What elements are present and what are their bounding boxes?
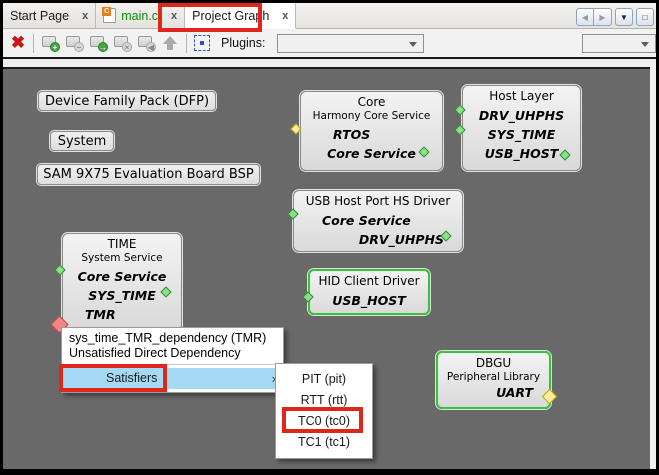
close-icon[interactable]: x [282,9,289,22]
graph-toolbar: ✖ + − → × ◀ Plugins: [3,29,656,57]
box-icon [138,36,152,47]
move-out-of-box-button[interactable]: ◀ [136,33,156,53]
remove-box-button[interactable]: − [64,33,84,53]
node-time[interactable]: TIME System Service Core Service SYS_TIM… [62,233,182,331]
tab-project-graph[interactable]: Project Graph x [185,3,297,29]
delete-icon[interactable]: ✖ [10,33,26,52]
c-file-icon: C [102,7,117,23]
dependency-name-text: sys_time_TMR_dependency (TMR) [69,331,267,345]
tab-start-page-label: Start Page [10,8,70,23]
node-hid-client-driver[interactable]: HID Client Driver USB_HOST [308,269,430,315]
toolbar-separator [33,33,34,53]
close-icon[interactable]: x [171,9,178,22]
box-icon [90,36,104,47]
chevron-down-icon [409,41,418,47]
graph-view-dropdown[interactable] [582,33,656,53]
tab-list-dropdown-button[interactable]: ▼ [615,8,633,26]
menu-item-rtt[interactable]: RTT (rtt) [300,393,348,407]
node-sam9x75-bsp[interactable]: SAM 9X75 Evaluation Board BSP [37,164,260,185]
node-host-layer[interactable]: Host Layer DRV_UHPHS SYS_TIME USB_HOST [462,85,581,171]
editor-tab-bar: Start Page x C main.c x Project Graph x … [3,3,656,29]
tab-scroll-controls: ◀ ▶ ▼ □ [576,8,654,26]
menu-item-tc0[interactable]: TC0 (tc0) [297,414,351,428]
dependency-context-menu: sys_time_TMR_dependency (TMR) Unsatisfie… [61,327,284,393]
add-box-button[interactable]: + [40,33,60,53]
dependency-status-text: Unsatisfied Direct Dependency [69,346,241,360]
box-icon [42,36,56,47]
box-icon [66,36,80,47]
node-core[interactable]: Core Harmony Core Service RTOS Core Serv… [300,91,443,171]
close-box-button[interactable]: × [112,33,132,53]
menu-item-pit[interactable]: PIT (pit) [301,372,347,386]
chevron-down-icon [641,41,649,47]
satisfiers-submenu: PIT (pit) RTT (rtt) TC0 (tc0) TC1 (tc1) [275,363,373,459]
toolbar-separator [186,33,187,53]
tab-start-page[interactable]: Start Page x [3,3,97,28]
tab-project-graph-label: Project Graph [192,8,270,23]
tab-main-c[interactable]: C main.c x [96,3,186,28]
maximize-window-button[interactable]: □ [636,8,654,26]
close-icon[interactable]: x [82,9,89,22]
menu-item-tc1[interactable]: TC1 (tc1) [297,435,351,449]
move-up-button[interactable] [160,33,180,53]
node-usb-host-port-hs-driver[interactable]: USB Host Port HS Driver Core Service DRV… [293,190,463,252]
menu-item-satisfiers[interactable]: Satisfiers › [62,368,283,389]
submenu-arrow-icon: › [271,371,276,386]
node-device-family-pack[interactable]: Device Family Pack (DFP) [38,91,216,111]
move-into-box-button[interactable]: → [88,33,108,53]
box-icon [114,36,128,47]
menu-separator [102,364,280,365]
tab-main-c-label: main.c [121,8,159,23]
center-view-icon[interactable] [194,35,210,51]
plugins-label: Plugins: [221,36,266,50]
plugins-dropdown[interactable] [277,33,425,53]
scroll-tabs-right-button[interactable]: ▶ [594,8,612,26]
scroll-tabs-left-button[interactable]: ◀ [576,8,594,26]
node-dbgu[interactable]: DBGU Peripheral Library UART [436,351,551,409]
up-arrow-icon [163,36,177,44]
node-system[interactable]: System [50,131,114,151]
